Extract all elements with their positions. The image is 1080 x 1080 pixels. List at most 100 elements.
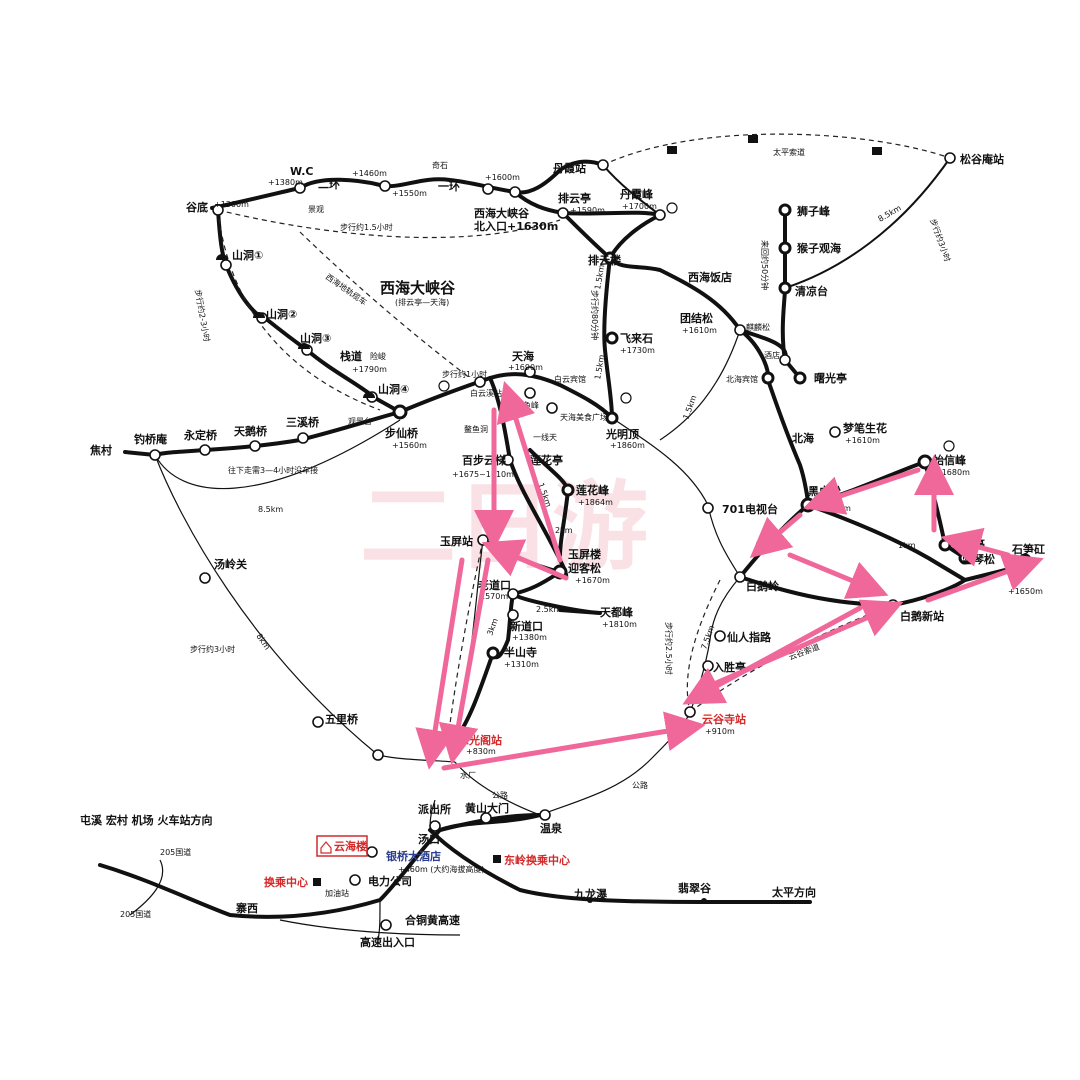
node-wuli2[interactable] <box>372 749 384 761</box>
node-banshan[interactable] <box>486 646 500 660</box>
label-road1: 公路 <box>492 790 508 800</box>
label-km15b: 1.5km <box>593 354 606 381</box>
node-shuguang[interactable] <box>793 371 807 385</box>
label-beihai: 北海 <box>792 431 814 445</box>
node-feicui[interactable] <box>701 898 707 904</box>
node-xindao[interactable] <box>507 609 519 621</box>
label-701: 701电视台 <box>722 502 778 516</box>
paiyun-guangming-road <box>602 256 614 420</box>
node-shixin[interactable] <box>917 454 933 470</box>
label-guangming-alt: +1860m <box>610 441 645 450</box>
label-shandong4: 山洞④ <box>378 382 409 396</box>
node-yongding[interactable] <box>199 444 211 456</box>
node-paiyunlou[interactable] <box>603 251 617 265</box>
label-tangkou: 汤口 <box>418 832 440 846</box>
label-tianhai-alt: +1690m <box>508 363 543 372</box>
walk-path-23h <box>217 209 381 411</box>
node-pingting[interactable] <box>938 538 952 552</box>
node-aoyu[interactable] <box>524 387 536 399</box>
label-qishi: 奇石 <box>432 160 448 170</box>
node-danxia-station[interactable] <box>597 159 609 171</box>
node-shizi[interactable] <box>778 203 792 217</box>
node-jiulong[interactable] <box>587 897 593 903</box>
node-lianhua-peak[interactable] <box>561 483 575 497</box>
node-food-square[interactable] <box>546 402 558 414</box>
label-km75: 7.5km <box>699 624 716 651</box>
node-buxian[interactable] <box>392 404 408 420</box>
label-wenquan: 温泉 <box>540 821 563 835</box>
node-wc[interactable] <box>294 182 306 194</box>
node-baibu[interactable] <box>502 454 514 466</box>
label-shixin: 始信峰 <box>933 453 967 467</box>
label-km85b: 8.5km <box>877 203 903 223</box>
label-walk3a: 步行约3小时 <box>190 644 235 654</box>
arrow-down-ciguang <box>438 557 491 765</box>
label-xihai-north: 西海大峡谷 <box>474 206 530 220</box>
node-songgu[interactable] <box>944 152 956 164</box>
node-baie-new[interactable] <box>887 599 899 611</box>
arrow-yingke-yuping <box>481 539 569 581</box>
node-1600[interactable] <box>509 186 521 198</box>
node-heihu[interactable] <box>800 497 816 513</box>
label-buxian: 步仙桥 <box>385 426 419 440</box>
node-yuping-station[interactable] <box>477 534 489 546</box>
label-km15c: 1.5km <box>681 394 698 421</box>
node-tianhai[interactable] <box>524 366 536 378</box>
node-gudi[interactable] <box>212 204 224 216</box>
node-baie-ling[interactable] <box>734 571 746 583</box>
label-paiyunlou: 排云楼 <box>588 253 621 267</box>
node-guangming[interactable] <box>605 411 619 425</box>
yuping-cableway <box>447 539 484 741</box>
wuli-road <box>377 754 456 763</box>
node-tuanjie[interactable] <box>734 324 746 336</box>
label-danxia-alt: +1700m <box>622 202 657 211</box>
node-xianren[interactable] <box>714 630 726 642</box>
node-danxia-peak[interactable] <box>654 209 666 221</box>
node-qingliang[interactable] <box>778 281 792 295</box>
label-lianhua-peak: 莲花峰 <box>576 483 610 497</box>
label-wc: W.C <box>290 165 314 178</box>
label-road2: 公路 <box>632 780 648 790</box>
node-tangling[interactable] <box>199 572 211 584</box>
node-sanxi[interactable] <box>297 432 309 444</box>
node-1550[interactable] <box>482 183 494 195</box>
node-tangkou[interactable] <box>429 820 441 832</box>
label-mengbi: 梦笔生花 <box>843 421 887 435</box>
label-km15a: 1.5km <box>593 264 606 291</box>
labels: 松谷庵站 丹霞站 丹霞峰 +1700m 排云亭 +1590m 西海大峡谷 北入口… <box>80 152 1045 949</box>
node-baiyunxi[interactable] <box>474 376 486 388</box>
node-rusheng[interactable] <box>702 660 714 672</box>
node-mengbi[interactable] <box>829 426 841 438</box>
node-shandong1[interactable] <box>220 259 232 271</box>
node-laodao[interactable] <box>507 588 519 600</box>
node-701[interactable] <box>702 502 714 514</box>
node-beihai-hotel[interactable] <box>761 371 775 385</box>
node-wenquan[interactable] <box>539 809 551 821</box>
label-km2: 2km <box>555 526 573 535</box>
node-power[interactable] <box>349 874 361 886</box>
node-1460[interactable] <box>379 180 391 192</box>
node-exit[interactable] <box>380 919 392 931</box>
node-yinqiao[interactable] <box>366 846 378 858</box>
label-direction: 屯溪 宏村 机场 火车站方向 <box>80 813 213 827</box>
node-houzi[interactable] <box>778 241 792 255</box>
label-km25: 2.5km <box>536 605 561 614</box>
node-diaoqiao[interactable] <box>149 449 161 461</box>
label-yuping-station: 玉屏站 <box>440 534 473 548</box>
taiping-cableway <box>602 133 951 166</box>
label-yihuan: 一环 <box>438 180 460 193</box>
node-huangshan-gate[interactable] <box>480 812 492 824</box>
node-tiane[interactable] <box>249 440 261 452</box>
label-danxia-peak: 丹霞峰 <box>620 187 654 201</box>
label-tiane: 天鹅桥 <box>234 424 268 438</box>
node-feilai[interactable] <box>605 331 619 345</box>
label-sanxi: 三溪桥 <box>286 415 320 429</box>
buxian-guangming-road <box>398 372 614 420</box>
label-walk3b: 步行约3小时 <box>928 217 953 263</box>
node-wuli[interactable] <box>312 716 324 728</box>
node-hotel[interactable] <box>779 354 791 366</box>
node-paiyunting[interactable] <box>557 207 569 219</box>
node-yungu[interactable] <box>684 706 696 718</box>
label-zhandao-alt: +1790m <box>352 365 387 374</box>
